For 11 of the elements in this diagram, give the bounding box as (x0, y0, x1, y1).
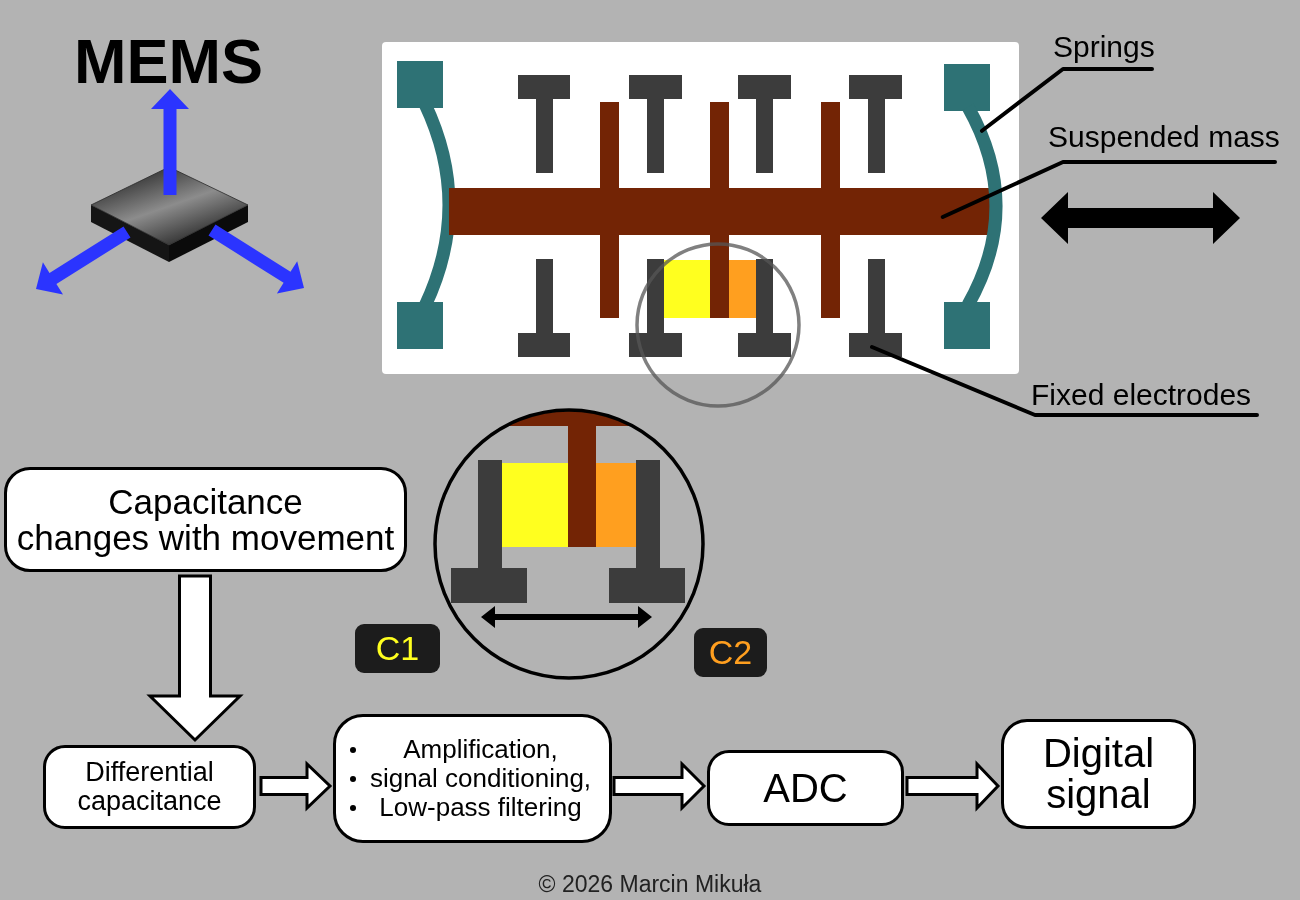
list-item-text: Amplification, (403, 735, 558, 764)
process-text: Capacitance changes with movement (16, 483, 395, 556)
diagram-title: MEMS (74, 30, 263, 93)
process-text: Differential capacitance (77, 758, 222, 816)
copyright-note: © 2026 Marcin Mikuła (538, 871, 762, 897)
list-item-text: Low-pass filtering (379, 793, 582, 822)
capacitor-label: C2 (708, 633, 753, 672)
capacitor-label: C1 (375, 629, 420, 668)
process-text: ADC (763, 767, 848, 809)
process-text: Digital signal (1042, 733, 1155, 815)
list-item-text: signal conditioning, (369, 764, 592, 793)
